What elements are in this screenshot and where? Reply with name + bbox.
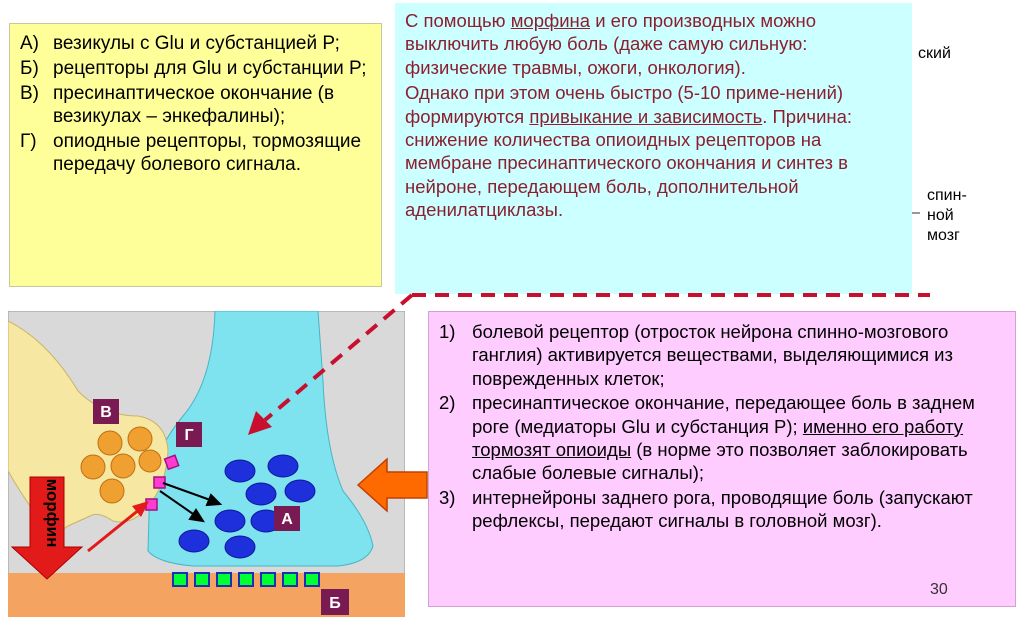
vesicle-orange (97, 430, 123, 456)
arrow-head (188, 508, 206, 523)
vesicle-blue (224, 535, 256, 559)
dashed-connector (248, 293, 930, 435)
page-number: 30 (930, 581, 948, 598)
label-b: Б (321, 589, 349, 615)
inhibition-arrows (159, 482, 223, 523)
label-a: А (274, 506, 300, 531)
vesicle-blue (178, 529, 210, 553)
vesicle-blue (245, 482, 277, 506)
orange-arrow-overlay (356, 457, 428, 513)
legend-item-v: В)пресинаптическое окончание (в везикула… (20, 83, 335, 127)
glu-receptor (282, 572, 298, 587)
glu-receptor (194, 572, 210, 587)
legend-box: А)везикулы с Glu и субстанцией Р; Б)реце… (9, 23, 382, 287)
label-g: Г (176, 422, 202, 447)
morphine-arrow: морфин (10, 476, 84, 580)
vesicle-orange (99, 478, 125, 504)
vesicle-blue (224, 459, 256, 483)
steps-box: 1)болевой рецептор (отросток нейрона спи… (428, 311, 1016, 607)
glu-receptor (260, 572, 276, 587)
opioid-receptor (153, 476, 166, 489)
pointer-line (908, 212, 920, 214)
vesicle-orange (110, 453, 136, 479)
red-pointer-head (132, 501, 149, 517)
red-pointer-line (87, 507, 141, 553)
spinal-cord-label-3: мозг (927, 227, 960, 244)
step-1: 1)болевой рецептор (отросток нейрона спи… (439, 321, 953, 389)
opioid-receptor (145, 498, 158, 511)
arrow-head (205, 493, 223, 507)
spinal-cord-label-2: ной (927, 207, 954, 224)
svg-text:В: В (100, 404, 112, 421)
morphine-term: морфина (510, 10, 591, 31)
dashed-diagonal (263, 293, 414, 422)
morphine-paragraph-2: Однако при этом очень быстро (5-10 приме… (405, 82, 853, 221)
step-3: 3)интернейроны заднего рога, проводящие … (439, 486, 973, 532)
inhibition-arrow (162, 482, 214, 502)
step-2: 2)пресинаптическое окончание, передающее… (439, 392, 975, 484)
svg-text:Г: Г (184, 427, 193, 444)
legend-item-b: Б)рецепторы для Glu и субстанции Р; (20, 58, 367, 79)
glu-receptor (304, 572, 320, 587)
svg-text:А: А (281, 511, 293, 528)
dashed-arrow-head (248, 411, 272, 435)
label-v: В (93, 399, 119, 424)
partial-label: ский (918, 45, 951, 62)
morphine-arrow-label: морфин (43, 479, 62, 548)
morphine-info-box: С помощью морфина и его производных можн… (395, 3, 912, 294)
vesicle-blue (284, 479, 316, 503)
enkephalin-vesicles (80, 426, 162, 504)
vesicle-orange (138, 449, 162, 473)
inhibition-arrow (159, 490, 197, 517)
glu-receptor (238, 572, 254, 587)
glu-receptors (172, 572, 320, 587)
opioid-inhibition-term: именно его работу тормозят опиоиды (472, 415, 964, 461)
svg-text:Б: Б (329, 595, 341, 612)
vesicle-blue (214, 509, 246, 533)
vesicle-orange (80, 454, 106, 480)
legend-item-g: Г)опиодные рецепторы, тормозящие передач… (20, 131, 362, 175)
glu-receptor (216, 572, 232, 587)
opioid-receptors (145, 454, 180, 511)
vesicle-orange (127, 426, 153, 452)
addiction-term: привыкание и зависимость (529, 105, 763, 127)
legend-item-a: А)везикулы с Glu и субстанцией Р; (20, 33, 340, 54)
spinal-cord-label-1: спин- (927, 187, 967, 204)
synapse-diagram: В Г А Б морфин (8, 311, 405, 617)
vesicle-blue (267, 454, 299, 478)
glu-vesicles (178, 454, 316, 559)
opioid-receptor (163, 454, 180, 471)
morphine-paragraph-1: С помощью морфина и его производных можн… (405, 10, 817, 78)
glu-receptor (172, 572, 188, 587)
